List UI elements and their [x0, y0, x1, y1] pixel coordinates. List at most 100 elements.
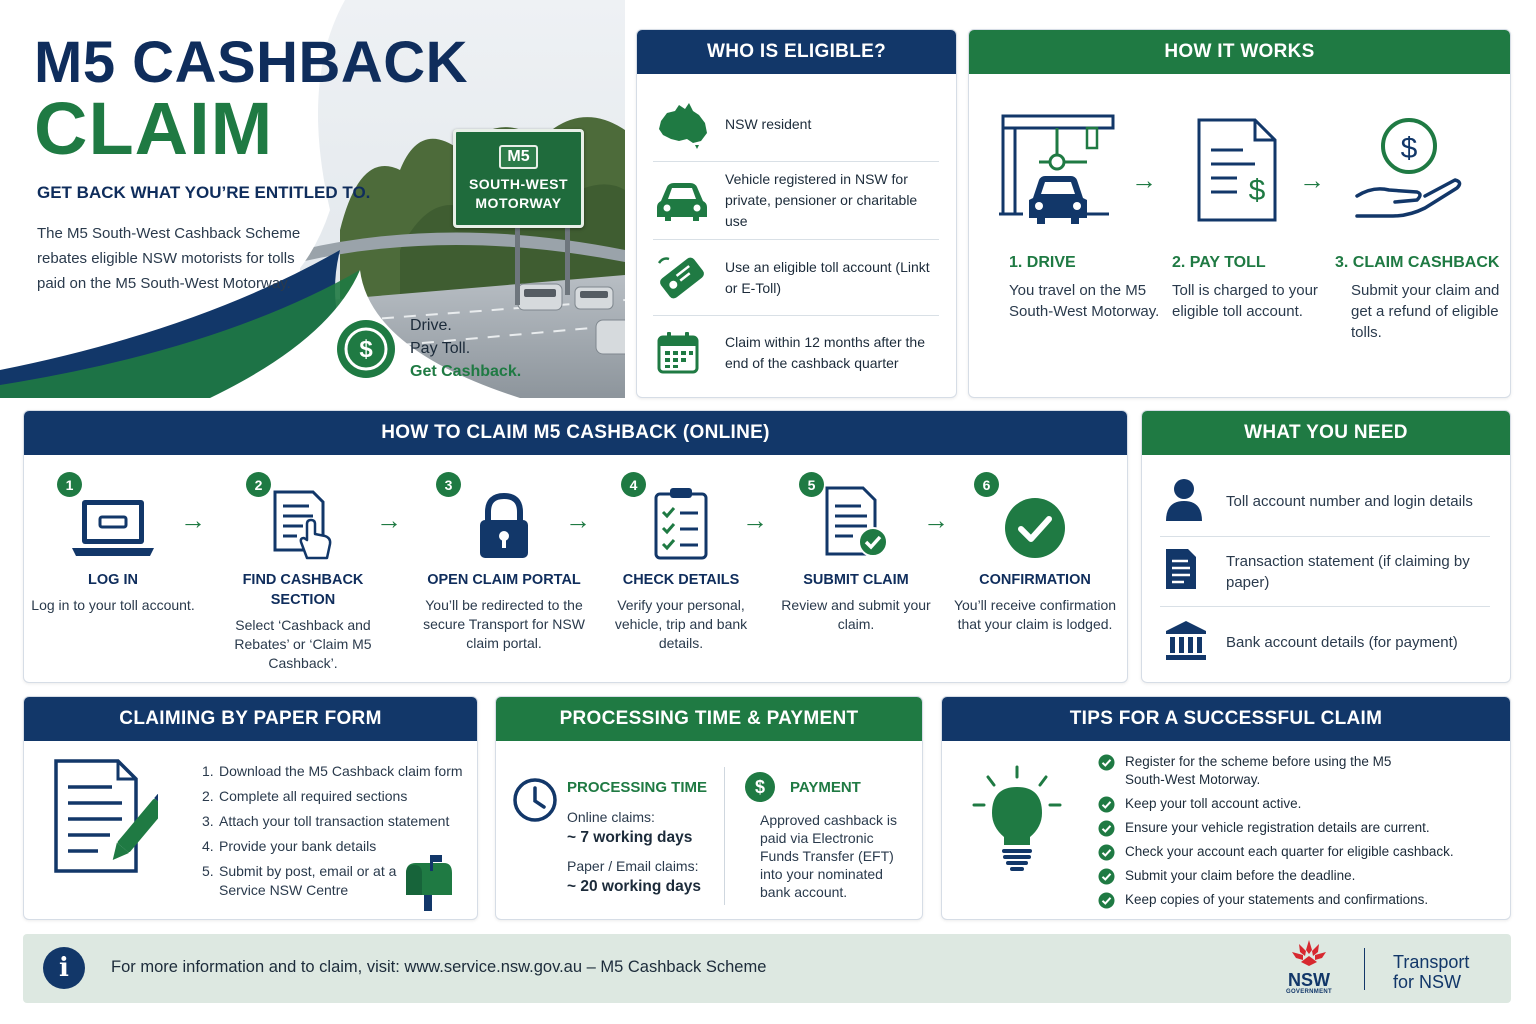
- flow-arrow-icon: →: [565, 505, 591, 535]
- column-divider: [724, 767, 725, 905]
- step-number-badge: 4: [621, 472, 646, 497]
- hero-tagline: GET BACK WHAT YOU’RE ENTITLED TO.: [37, 183, 371, 202]
- tfn-line1: Transport: [1393, 952, 1470, 972]
- hero-intro: The M5 South-West Cashback Scheme rebate…: [37, 225, 301, 292]
- check-circle-icon: [1098, 754, 1115, 771]
- online-step-desc: You’ll be redirected to the secure Trans…: [423, 597, 585, 651]
- online-step-title: CONFIRMATION: [979, 572, 1091, 588]
- paper-claims-value: ~ 20 working days: [567, 878, 701, 895]
- how-step: 2. PAY TOLL Toll is charged to your elig…: [1172, 254, 1342, 322]
- online-step: OPEN CLAIM PORTAL You’ll be redirected t…: [419, 471, 589, 653]
- how-it-works-header: HOW IT WORKS: [969, 30, 1510, 74]
- document-check-icon: [825, 486, 888, 557]
- tip-text: Keep your toll account active.: [1125, 796, 1302, 811]
- online-step-title: FIND CASHBACK SECTION: [242, 572, 364, 608]
- step-number-badge: 2: [246, 472, 271, 497]
- how-step: 1. DRIVE You travel on the M5 South-West…: [1009, 254, 1179, 322]
- online-claim-header: HOW TO CLAIM M5 CASHBACK (ONLINE): [24, 411, 1127, 455]
- tip-item: Ensure your vehicle registration details…: [1098, 819, 1498, 837]
- processing-time-title: PROCESSING TIME: [567, 779, 708, 796]
- eligibility-text: Use an eligible toll account (Linkt or E…: [725, 258, 930, 296]
- hand-coin-icon: $: [1355, 118, 1462, 218]
- paper-step: 3.Attach your toll transaction statement: [202, 813, 450, 829]
- car-icon: [657, 182, 707, 221]
- online-step-title: SUBMIT CLAIM: [803, 572, 909, 588]
- logo-divider: [1364, 948, 1365, 990]
- how-step-title: 3. CLAIM CASHBACK: [1335, 254, 1500, 271]
- form-with-pen-icon: [54, 759, 158, 873]
- online-claims-label: Online claims:: [567, 809, 655, 825]
- flow-arrow-icon: →: [1131, 165, 1157, 195]
- dollar-coin-icon: $: [745, 772, 775, 802]
- online-step-desc: Select ‘Cashback and Rebates’ or ‘Claim …: [234, 617, 372, 671]
- online-step-desc: Review and submit your claim.: [781, 597, 931, 632]
- eligibility-item: NSW resident: [653, 88, 939, 162]
- page-title-line1: M5 CASHBACK: [34, 30, 469, 95]
- how-step-desc: Toll is charged to your eligible toll ac…: [1172, 282, 1318, 320]
- eligibility-text: Claim within 12 months after the end of …: [725, 334, 925, 371]
- tfn-line2: for NSW: [1393, 972, 1462, 992]
- m5-motorway-sign: M5 SOUTH-WEST MOTORWAY: [453, 129, 584, 228]
- tips-list: Register for the scheme before using the…: [1098, 753, 1498, 915]
- footer-bar: i For more information and to claim, vis…: [23, 934, 1511, 1003]
- tip-text: Submit your claim before the deadline.: [1125, 868, 1356, 883]
- paper-form-header: CLAIMING BY PAPER FORM: [24, 697, 477, 741]
- transport-for-nsw-logo: Transport for NSW: [1393, 952, 1469, 992]
- lightbulb-icon: [972, 765, 1062, 871]
- payment-title: PAYMENT: [790, 779, 861, 796]
- sign-line2: MOTORWAY: [475, 195, 562, 211]
- how-step-desc: Submit your claim and get a refund of el…: [1351, 282, 1500, 341]
- mailbox-icon: [406, 855, 452, 911]
- tip-item: Keep copies of your statements and confi…: [1098, 891, 1498, 909]
- check-circle-icon: [1098, 892, 1115, 909]
- need-text: Transaction statement (if claiming by pa…: [1226, 552, 1470, 591]
- step-number-badge: 1: [57, 472, 82, 497]
- online-step-title: LOG IN: [88, 572, 138, 588]
- how-step-title: 1. DRIVE: [1009, 254, 1076, 271]
- eligibility-text: Vehicle registered in NSW for private, p…: [725, 171, 918, 229]
- online-step: LOG IN Log in to your toll account.: [28, 471, 198, 615]
- eligibility-item: Vehicle registered in NSW for private, p…: [653, 162, 939, 240]
- toll-tag-icon: [657, 256, 704, 298]
- online-step-desc: Verify your personal, vehicle, trip and …: [614, 597, 748, 651]
- online-step: CHECK DETAILS Verify your personal, vehi…: [596, 471, 766, 653]
- online-step-title: CHECK DETAILS: [622, 572, 740, 588]
- online-claims-value: ~ 7 working days: [567, 829, 693, 846]
- paper-step: 2.Complete all required sections: [202, 788, 408, 804]
- paper-step: 5.Submit by post, email or at a Service …: [202, 863, 397, 898]
- tip-item: Keep your toll account active.: [1098, 795, 1498, 813]
- checklist-icon: [654, 488, 708, 560]
- need-item: Transaction statement (if claiming by pa…: [1160, 537, 1490, 607]
- sign-line1: SOUTH-WEST: [468, 176, 569, 192]
- laptop-icon: [72, 500, 154, 556]
- tip-item: Submit your claim before the deadline.: [1098, 867, 1498, 885]
- online-claim-panel: HOW TO CLAIM M5 CASHBACK (ONLINE) 1 LOG …: [23, 410, 1128, 683]
- statement-icon: [1166, 549, 1196, 589]
- tip-text: Register for the scheme before using the…: [1125, 754, 1392, 787]
- footer-info-link[interactable]: For more information and to claim, visit…: [111, 958, 767, 976]
- government-wordmark: GOVERNMENT: [1285, 989, 1332, 995]
- processing-panel: PROCESSING TIME & PAYMENT PROCESSING TIM…: [495, 696, 923, 920]
- flow-arrow-icon: →: [923, 505, 949, 535]
- online-step: SUBMIT CLAIM Review and submit your clai…: [771, 471, 941, 634]
- waratah-icon: [1292, 940, 1326, 966]
- info-icon: i: [43, 947, 85, 989]
- what-you-need-panel: WHAT YOU NEED Toll account number and lo…: [1141, 410, 1511, 683]
- tip-text: Check your account each quarter for elig…: [1125, 844, 1454, 859]
- tip-text: Keep copies of your statements and confi…: [1125, 892, 1429, 907]
- check-circle-icon: [1005, 498, 1065, 558]
- slogan-line2: Pay Toll.: [410, 340, 471, 357]
- tips-header: TIPS FOR A SUCCESSFUL CLAIM: [942, 697, 1510, 741]
- need-text: Toll account number and login details: [1226, 493, 1473, 510]
- person-icon: [1166, 479, 1202, 521]
- hero-slogan: Drive. Pay Toll. Get Cashback.: [410, 314, 521, 383]
- need-item: Toll account number and login details: [1160, 467, 1490, 537]
- eligibility-item: Use an eligible toll account (Linkt or E…: [653, 240, 939, 316]
- bank-icon: [1166, 620, 1206, 660]
- tip-item: Register for the scheme before using the…: [1098, 753, 1498, 789]
- processing-header: PROCESSING TIME & PAYMENT: [496, 697, 922, 741]
- step-number-badge: 5: [799, 472, 824, 497]
- padlock-icon: [480, 492, 528, 558]
- need-item: Bank account details (for payment): [1160, 607, 1490, 677]
- toll-gantry-icon: [999, 114, 1115, 224]
